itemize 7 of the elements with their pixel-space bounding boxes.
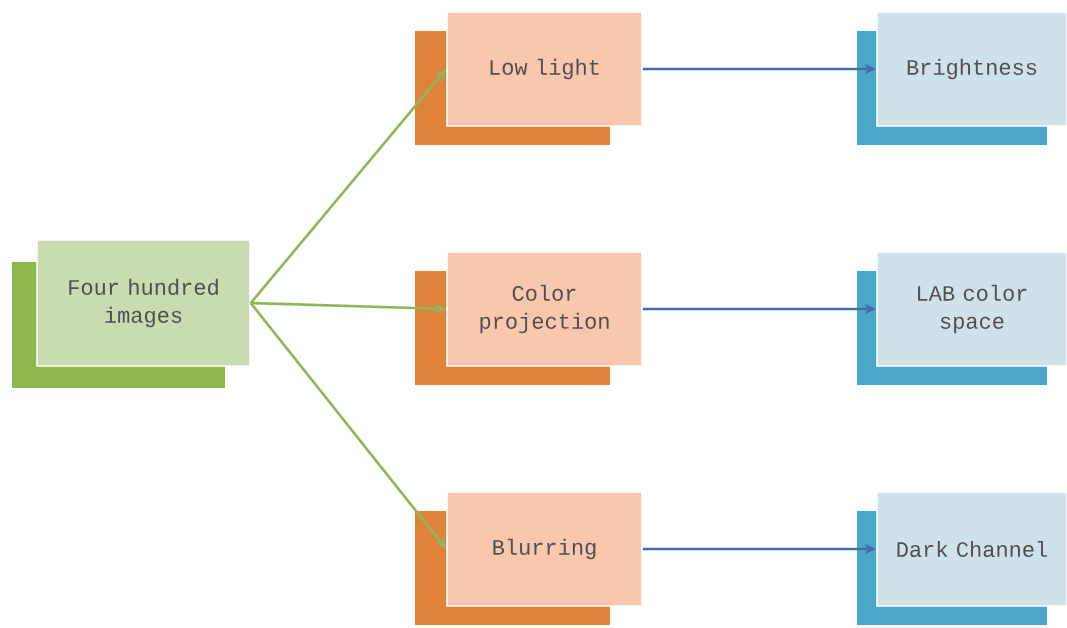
process-box: Low light bbox=[415, 11, 643, 145]
process-box: LAB color space bbox=[857, 251, 1067, 385]
process-box: Color projection bbox=[415, 251, 643, 385]
process-box: Blurring bbox=[415, 491, 643, 625]
process-box: Four hundred images bbox=[12, 239, 251, 388]
process-box: Brightness bbox=[857, 11, 1067, 145]
process-box: Dark Channel bbox=[857, 491, 1067, 625]
